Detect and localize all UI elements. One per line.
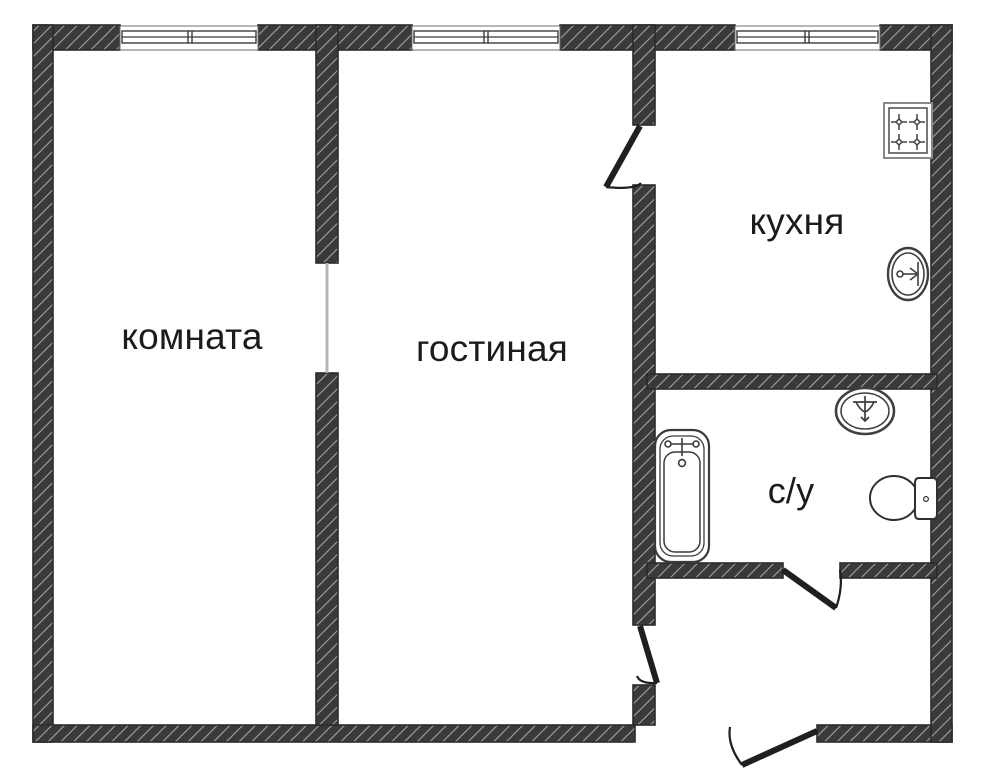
- door-bathroom: [781, 567, 842, 611]
- bathtub-icon: [653, 428, 711, 564]
- wall-kitchen-bath: [646, 373, 938, 390]
- wall-bath-hall-left: [646, 562, 784, 579]
- wall-central-top: [632, 24, 656, 126]
- wall-interior-rooms-bottom: [315, 372, 339, 726]
- walls-group: [32, 24, 953, 743]
- window-komnata: [119, 25, 259, 51]
- wall-central-mid: [632, 184, 656, 626]
- room-label-gostinaya: гостиная: [415, 328, 569, 369]
- wall-interior-rooms-top: [315, 24, 339, 264]
- door-kitchen: [603, 124, 643, 189]
- wall-left: [32, 24, 54, 743]
- window-kuhnya: [734, 25, 881, 51]
- door-entrance: [728, 726, 819, 768]
- door-living-room: [635, 625, 660, 685]
- doors-group: [603, 124, 842, 768]
- toilet-icon: [850, 474, 938, 522]
- washbasin-icon: [834, 386, 896, 436]
- wall-bath-hall-right: [839, 562, 938, 579]
- room-label-kuhnya: кухня: [749, 201, 845, 242]
- stove-icon: [883, 102, 933, 159]
- kitchen-sink-icon: [886, 246, 930, 302]
- room-label-su: с/у: [767, 470, 815, 511]
- wall-central-bottom: [632, 684, 656, 726]
- wall-bottom-1: [32, 724, 636, 743]
- room-label-komnata: комната: [121, 316, 263, 357]
- window-gostinaya: [411, 25, 561, 51]
- windows-group: [119, 25, 881, 51]
